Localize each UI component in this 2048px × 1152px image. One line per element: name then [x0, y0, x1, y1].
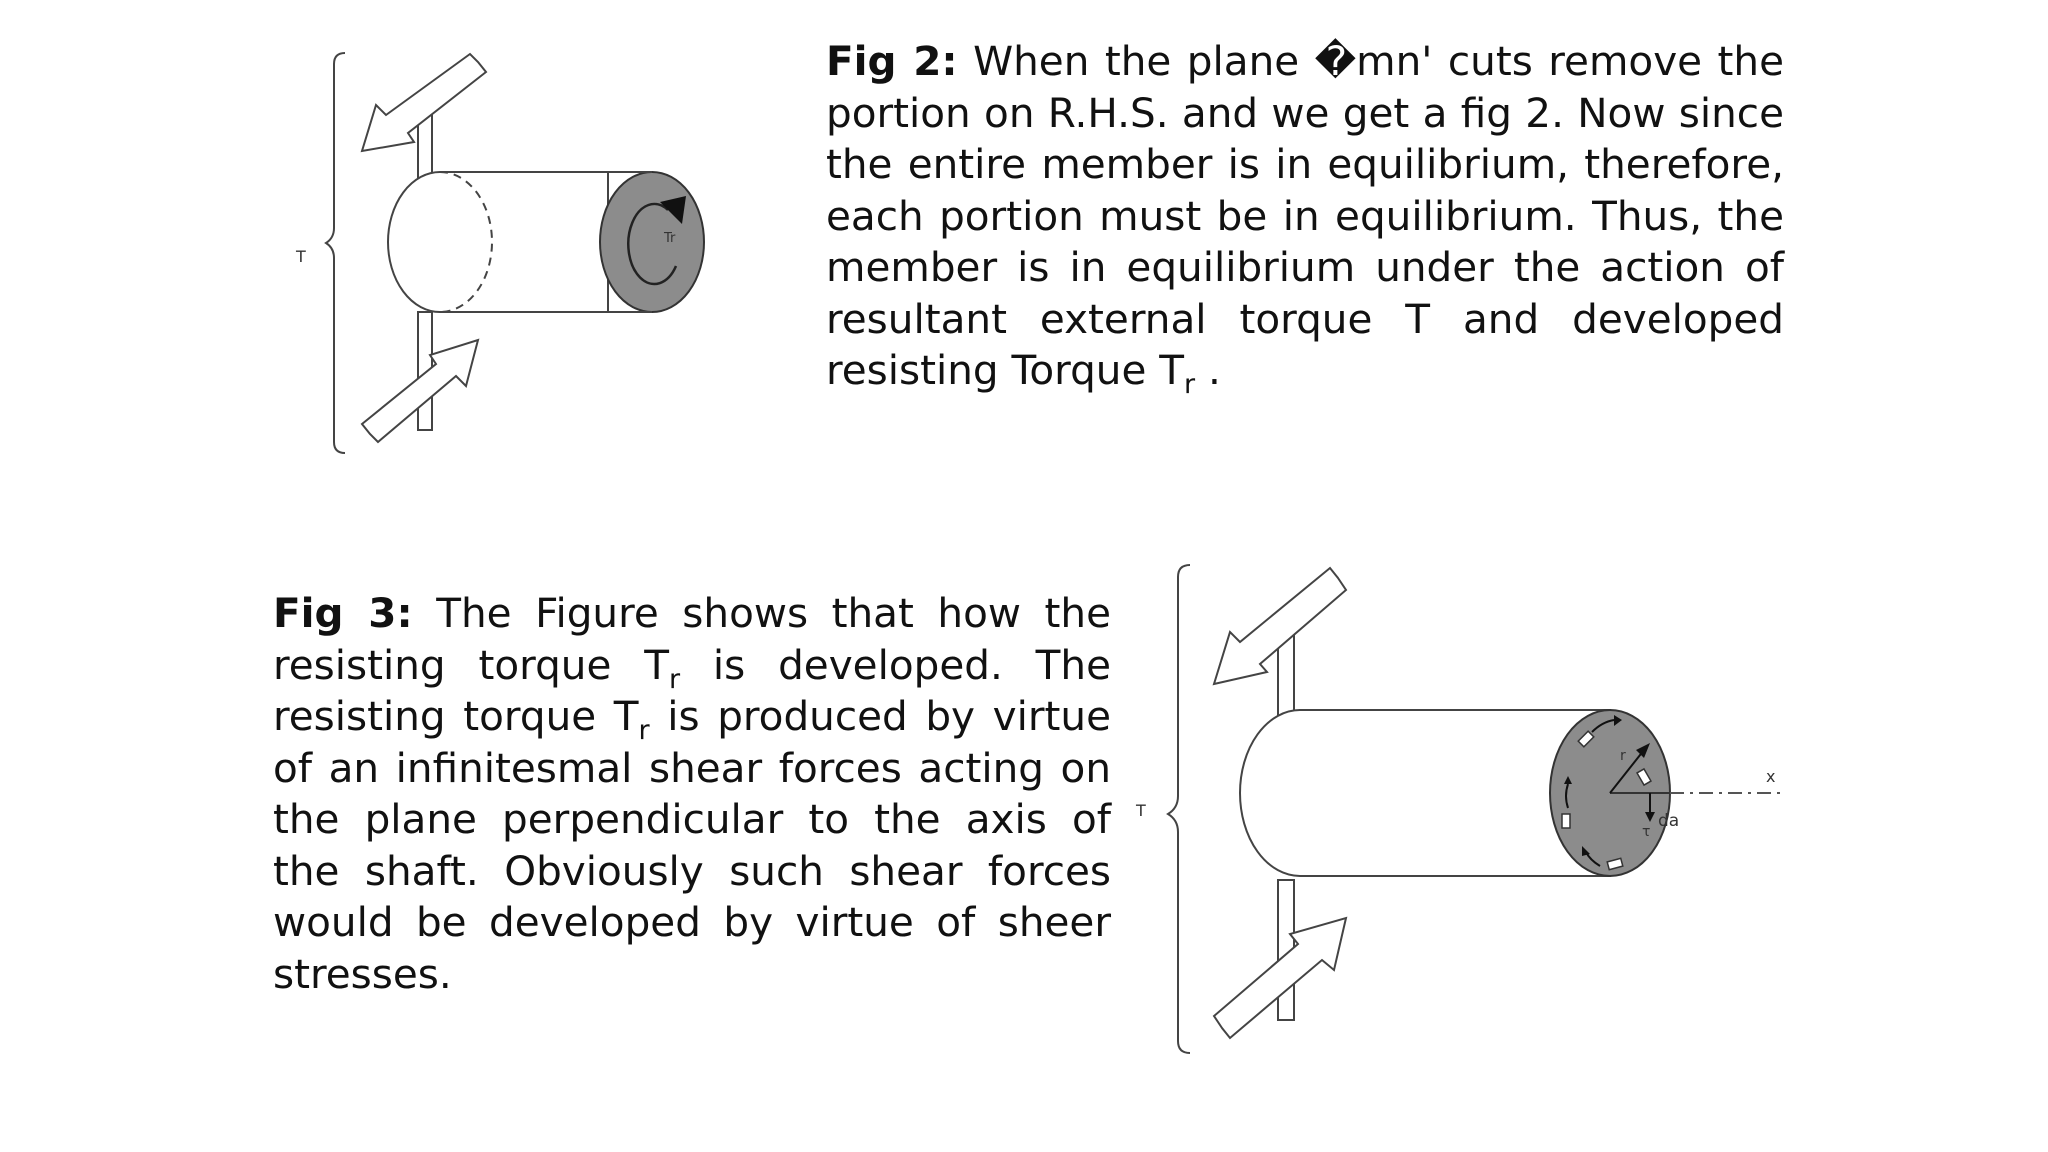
- fig3-tau-label: τ: [1642, 824, 1650, 840]
- fig3-subscript-1: r: [668, 663, 681, 695]
- fig3-area-label: da: [1658, 811, 1679, 831]
- fig3-shear-elements: [1561, 730, 1652, 871]
- fig3-caption: Fig 3: The Figure shows that how the res…: [273, 588, 1111, 1000]
- fig2-lower-arrow: [360, 311, 480, 444]
- fig3-body-3: is produced by virtue of an infinitesmal…: [273, 692, 1111, 998]
- fig3-body-1: The Figure shows that how the resisting …: [273, 589, 1111, 689]
- fig2-body: When the plane �mn' cuts remove the port…: [826, 37, 1785, 394]
- fig3-subscript-2: r: [638, 715, 650, 746]
- fig3-lead: Fig 3:: [273, 589, 413, 637]
- fig2-resisting-torque-label: Tr: [663, 231, 676, 246]
- fig3-brace: [1166, 564, 1191, 1054]
- fig3-radius-label: r: [1620, 748, 1626, 764]
- fig3-body-2: is developed. The resisting torque T: [273, 640, 1111, 741]
- fig2-shaft: Tr: [387, 171, 705, 313]
- fig2-drawing: T Tr: [295, 52, 705, 454]
- fig3-lower-arrow: [1212, 879, 1348, 1040]
- fig2-cut-section: [599, 171, 705, 313]
- fig3-radius-line: [1609, 749, 1645, 794]
- fig2-torque-label: T: [295, 247, 306, 266]
- fig3-shaft: x r τ da: [1239, 709, 1780, 877]
- fig2-caption: Fig 2: When the plane �mn' cuts remove t…: [826, 36, 1785, 400]
- fig3-torque-label: T: [1135, 801, 1146, 820]
- fig2-lead: Fig 2:: [826, 37, 958, 85]
- fig2-resisting-torque-arrow: [627, 202, 678, 286]
- fig3-axis-label: x: [1766, 767, 1775, 786]
- fig3-drawing: T x r τ da: [1135, 564, 1780, 1054]
- fig2-subscript: r: [1184, 369, 1196, 400]
- fig2-brace: [324, 52, 346, 454]
- fig2-body-end: .: [1195, 346, 1221, 394]
